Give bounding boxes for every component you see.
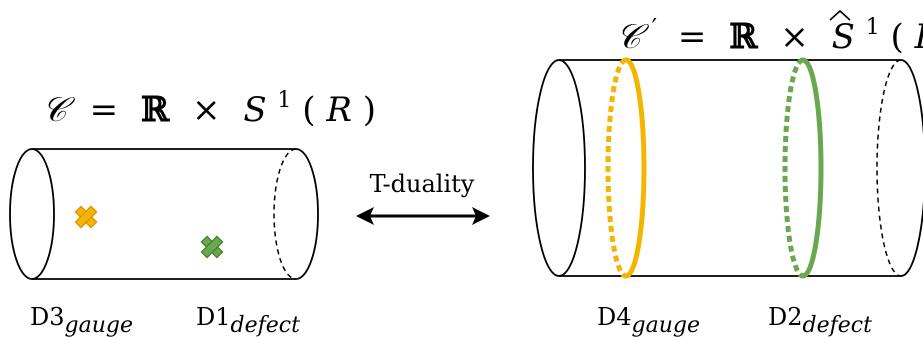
right-cylinder (532, 59, 923, 277)
title-circle: S (243, 90, 266, 130)
title-circle: S (832, 17, 855, 57)
right-cylinder-back-rim-hidden (876, 59, 902, 277)
title-open-paren: ( (891, 17, 904, 57)
arrow-head-left (356, 207, 374, 225)
right-cylinder-title: 𝒞 ′ = ℝ × S 1 ( R ) (616, 3, 923, 57)
d4-gauge-ring (605, 57, 647, 279)
arrow-head-right (472, 207, 490, 225)
title-power: 1 (866, 15, 880, 40)
title-field: ℝ (141, 90, 170, 130)
title-open-paren: ( (302, 90, 315, 130)
d2-ring-front (802, 57, 824, 279)
radius-hat (829, 9, 851, 21)
d2-ring-back (782, 57, 804, 279)
left-cylinder-title: 𝒞 = ℝ × S 1 ( R ) (42, 76, 376, 130)
right-cylinder-back-rim-visible (900, 59, 923, 277)
title-radius: R (914, 17, 923, 57)
title-prime: ′ (652, 14, 657, 42)
title-close-paren: ) (363, 90, 376, 130)
title-symbol: 𝒞 (616, 17, 650, 57)
title-times: × (192, 90, 221, 130)
left-cylinder-back-rim-hidden (273, 148, 297, 280)
left-cylinder-front-rim (9, 148, 55, 280)
left-cylinder (9, 148, 319, 280)
defect-cross-marker (200, 235, 224, 259)
title-equals: = (90, 90, 119, 130)
d3-gauge-label: D3gauge (30, 303, 133, 337)
d4-ring-front (625, 57, 647, 279)
t-duality-label: T-duality (370, 170, 475, 198)
left-cylinder-back-rim-visible (295, 148, 319, 280)
title-power: 1 (277, 88, 291, 113)
title-radius: R (325, 90, 352, 130)
d2-defect-ring (782, 57, 824, 279)
double-arrow (356, 207, 490, 225)
gauge-cross-marker (74, 205, 98, 229)
title-equals: = (678, 17, 707, 57)
title-field: ℝ (729, 17, 758, 57)
right-cylinder-front-rim (532, 59, 586, 277)
d1-defect-label: D1defect (196, 303, 300, 337)
title-times: × (780, 17, 809, 57)
d2-defect-label: D2defect (768, 303, 872, 337)
title-symbol: 𝒞 (42, 90, 76, 130)
d4-gauge-label: D4gauge (597, 303, 700, 337)
d4-ring-back (605, 57, 627, 279)
